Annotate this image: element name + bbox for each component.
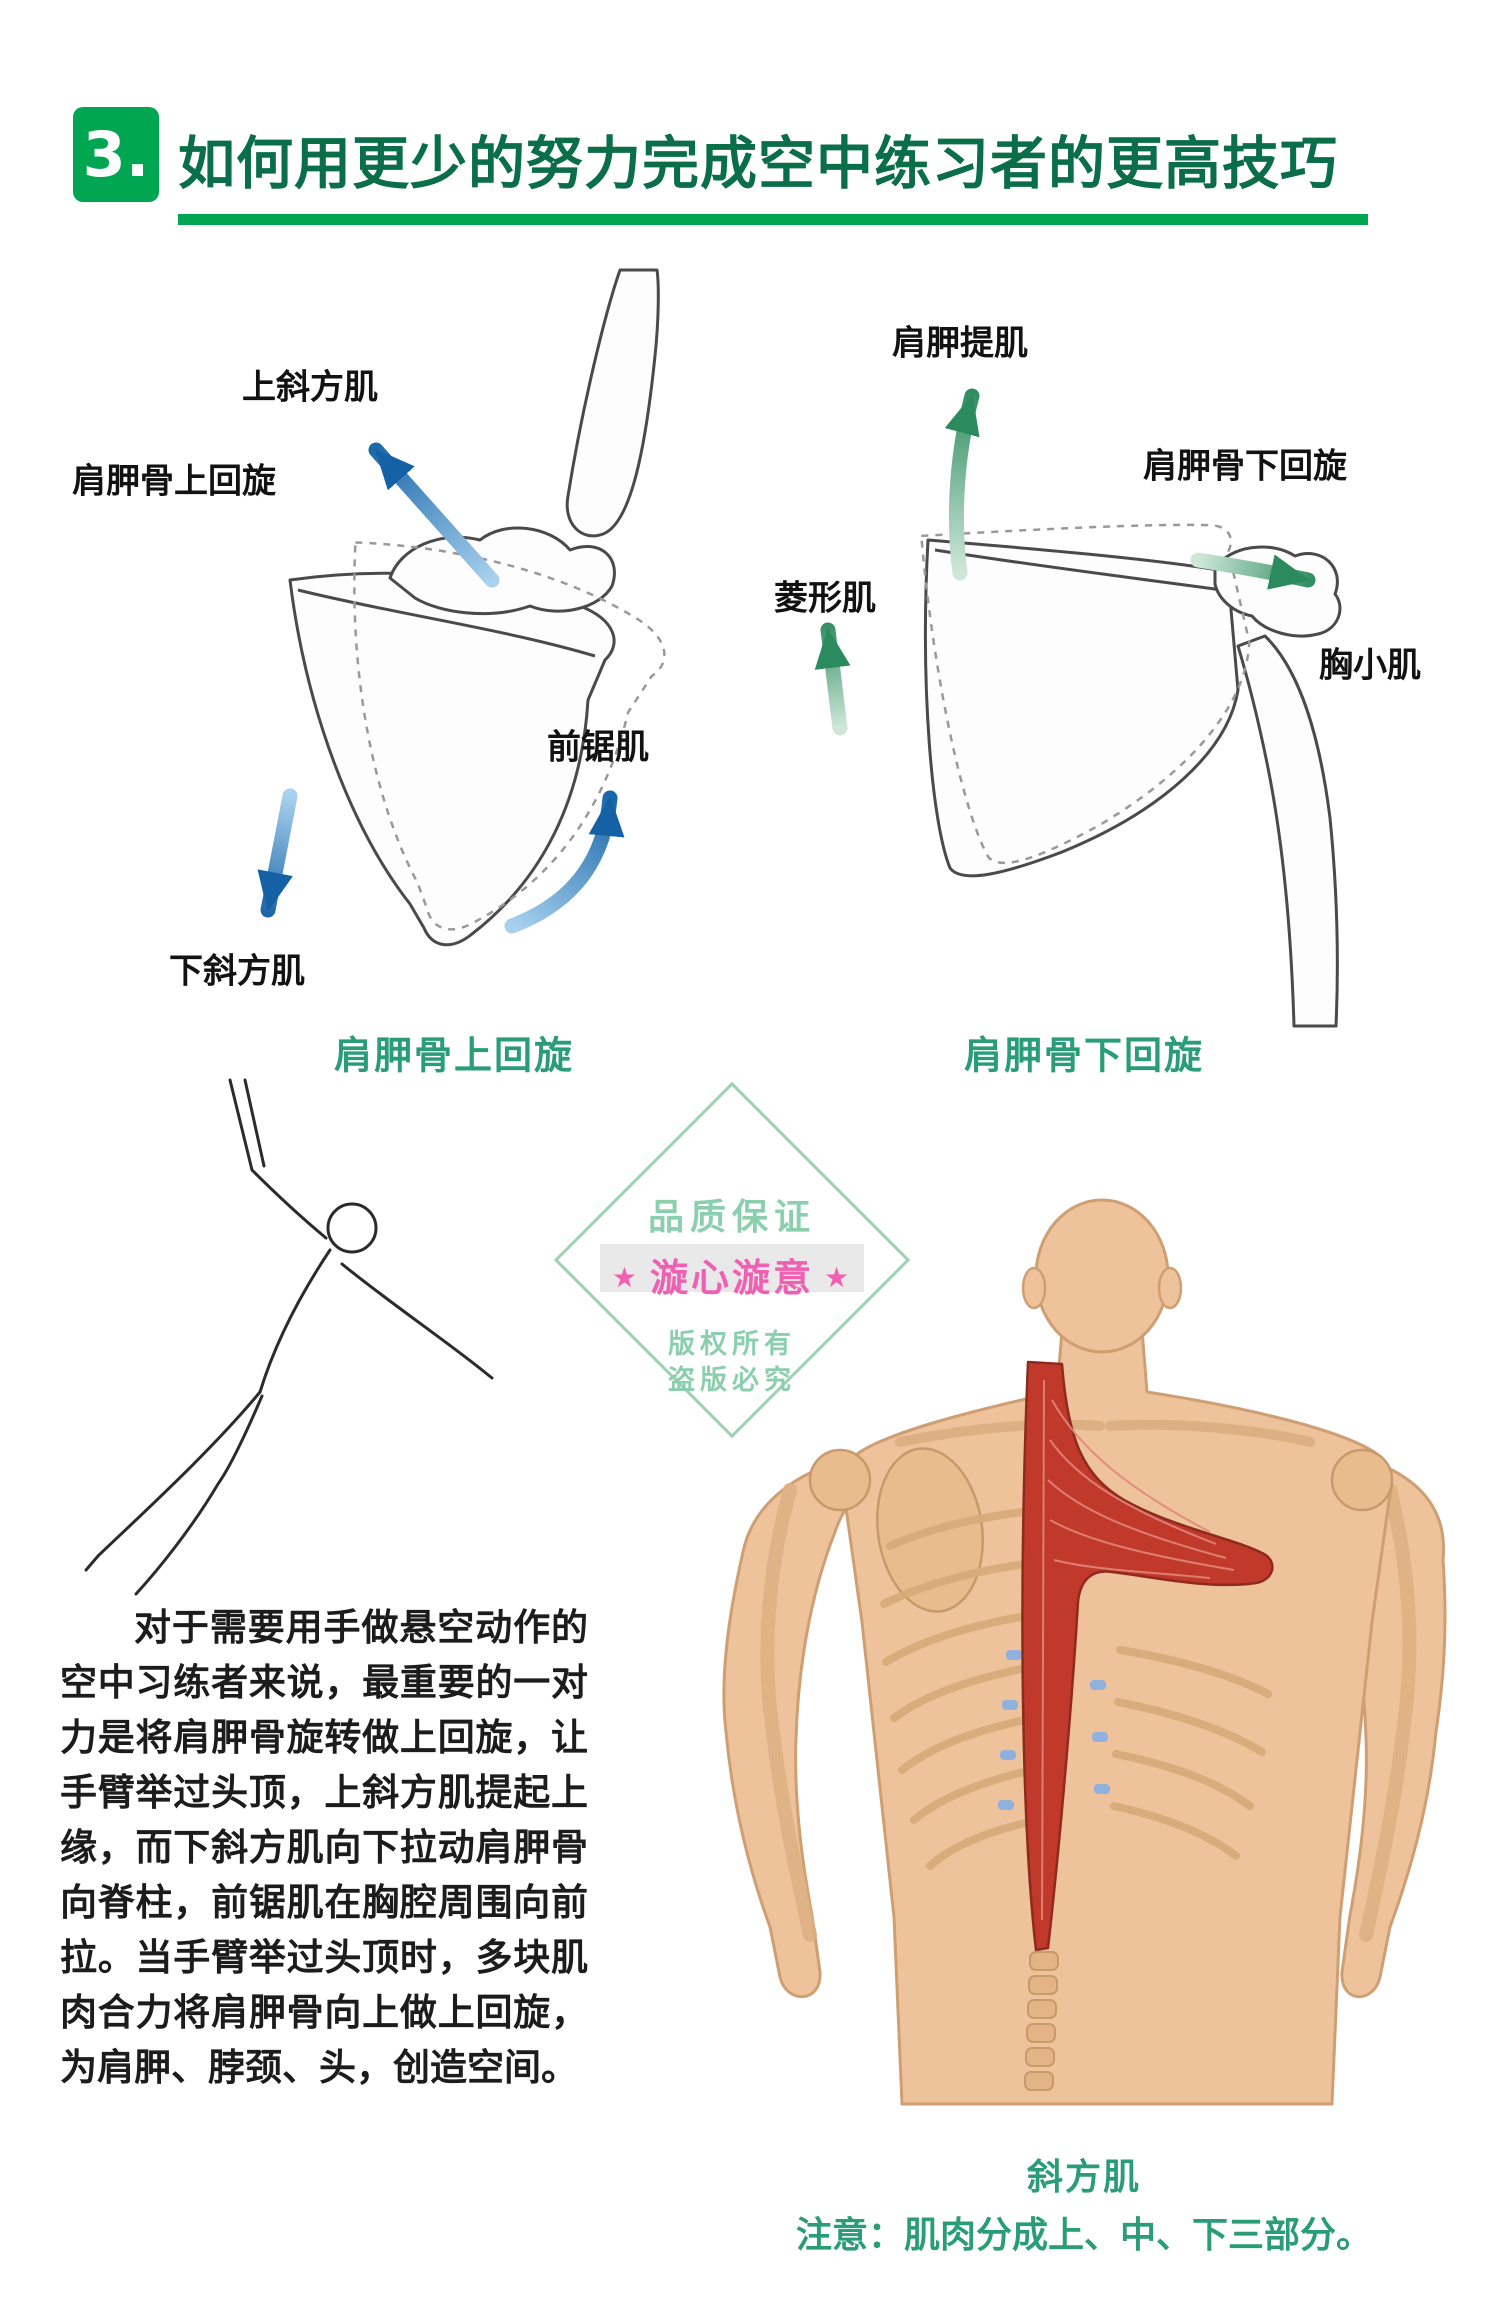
right-ribs — [1110, 1646, 1272, 1860]
aerial-silk-figure — [84, 1078, 494, 1596]
label-upper-trapezius: 上斜方肌 — [242, 367, 378, 408]
scapula-bones-upward — [288, 268, 660, 947]
upper-trapezius-arrow — [368, 442, 500, 588]
raised-arm — [250, 1168, 328, 1240]
section-number: 3. — [82, 118, 150, 191]
label-levator-scapulae: 肩胛提肌 — [892, 323, 1028, 364]
acromion-complex — [388, 526, 616, 616]
silk-strand — [228, 1078, 254, 1172]
section-title: 如何用更少的努力完成空中练习者的更高技巧 — [178, 118, 1338, 200]
anatomy-figure-caption: 斜方肌 — [1026, 2157, 1142, 2198]
left-humeral-head — [808, 1448, 872, 1512]
bent-leg — [134, 1394, 264, 1596]
humerus-bone — [565, 268, 660, 538]
head-outline — [326, 1202, 378, 1254]
label-pectoralis-minor: 胸小肌 — [1319, 645, 1421, 686]
caption-upward-rotation: 肩胛骨上回旋 — [333, 1033, 575, 1078]
brand-name: 漩心漩意 — [649, 1256, 814, 1300]
levator-scapulae-arrow — [944, 388, 980, 581]
trapezius-muscle — [1021, 1360, 1274, 1952]
quality-seal: 品质保证 ★ 漩心漩意 ★ 版权所有 盗版必究 — [553, 1081, 911, 1439]
title-underline — [178, 214, 1368, 225]
rhomboids-arrow — [814, 622, 851, 736]
left-ribs — [880, 1506, 1046, 1870]
lower-trapezius-arrow — [257, 788, 298, 918]
right-humeral-head — [1330, 1448, 1394, 1512]
label-serratus-anterior: 前锯肌 — [547, 727, 649, 768]
downward-rotation-diagram — [814, 388, 1342, 1028]
section-title-main: 用更少的努力完成空中练习者的更高技巧 — [294, 131, 1338, 197]
right-humerus — [1359, 1483, 1417, 1942]
label-rhomboids: 菱形肌 — [774, 578, 876, 619]
left-humerus — [760, 1483, 817, 1942]
silk-person-outline — [84, 1078, 494, 1596]
caption-downward-rotation: 肩胛骨下回旋 — [963, 1033, 1205, 1078]
section-number-badge: 3. — [73, 107, 159, 202]
copyright-line-1: 版权所有 — [668, 1329, 796, 1360]
lumbar-spine — [1024, 1951, 1059, 2091]
body-paragraph: 对于需要用手做悬空动作的空中习练者来说，最重要的一对力是将肩胛骨旋转做上回旋，让… — [60, 1606, 588, 2089]
upward-rotation-diagram — [257, 268, 678, 960]
scapula-body — [923, 538, 1240, 878]
serratus-anterior-arrow — [504, 790, 625, 934]
label-downward-rotation: 肩胛骨下回旋 — [1143, 446, 1347, 487]
scapular-spine-ridge — [934, 548, 1223, 592]
head — [1034, 1198, 1170, 1354]
label-lower-trapezius: 下斜方肌 — [169, 951, 305, 992]
anatomy-body — [722, 1198, 1447, 2106]
silk-strand — [243, 1078, 266, 1168]
extended-leg — [84, 1390, 262, 1572]
quality-guarantee-text: 品质保证 — [647, 1197, 816, 1238]
muscle-force-arrows-blue — [257, 442, 625, 934]
costal-cartilage — [998, 1650, 1110, 1810]
star-icon: ★ — [611, 1261, 640, 1294]
torso-line — [258, 1248, 332, 1394]
brand-band — [600, 1244, 864, 1292]
muscle-force-arrows-green — [814, 388, 1316, 736]
right-ear — [1157, 1266, 1183, 1310]
scapular-spine-ridge — [297, 588, 596, 658]
left-clavicle — [895, 1419, 1105, 1447]
section-title-prefix: 如何 — [178, 131, 294, 197]
star-icon: ★ — [824, 1261, 853, 1294]
anatomy-figure-note: 注意：肌肉分成上、中、下三部分。 — [795, 2215, 1373, 2256]
left-ear — [1021, 1266, 1047, 1310]
back-anatomy-figure — [722, 1198, 1447, 2106]
pectoralis-minor-arrow — [1190, 552, 1316, 590]
extended-arm — [340, 1262, 494, 1380]
copyright-line-2: 盗版必究 — [668, 1365, 796, 1396]
label-upward-rotation: 肩胛骨上回旋 — [72, 461, 276, 502]
brand-text: ★ 漩心漩意 ★ — [556, 1247, 908, 1302]
muscle-fibers — [1041, 1379, 1235, 1921]
humerus-bone — [1236, 634, 1339, 1028]
right-clavicle — [1105, 1419, 1315, 1447]
scapula-bones-downward — [923, 538, 1342, 1028]
